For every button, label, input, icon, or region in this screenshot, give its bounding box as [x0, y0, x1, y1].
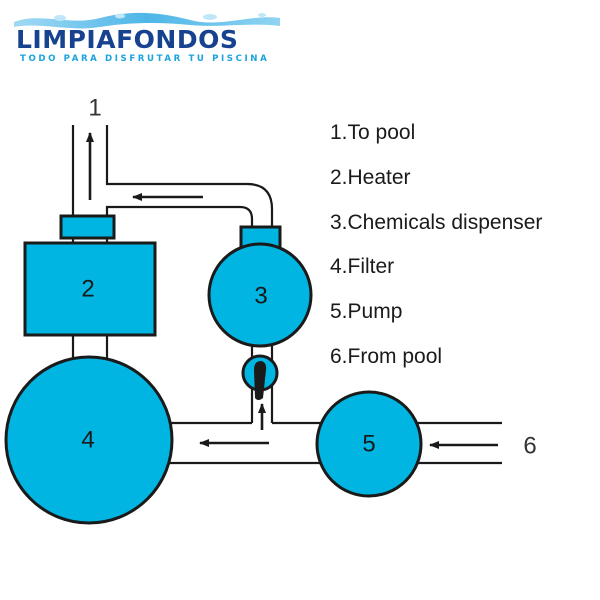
filter-component: [4, 355, 174, 525]
logo-title: LIMPIAFONDOS: [16, 25, 239, 54]
logo-tagline: TODO PARA DISFRUTAR TU PISCINA: [20, 54, 270, 64]
label-filter: 4: [81, 427, 94, 454]
water-splash-icon: [14, 12, 280, 29]
logo: LIMPIAFONDOS TODO PARA DISFRUTAR TU PISC…: [0, 0, 300, 80]
dispenser-component: [207, 242, 313, 348]
label-heater: 2: [81, 276, 94, 303]
check-valve-flap-icon: [254, 361, 267, 400]
legend-item-from-pool: 6.From pool: [330, 344, 443, 368]
pump-component: [315, 390, 423, 498]
label-dispenser: 3: [254, 283, 267, 310]
label-from-pool: 6: [523, 433, 536, 460]
pipe-return-inner: [105, 205, 254, 227]
heater-cap: [59, 214, 116, 240]
legend-item-pump: 5.Pump: [330, 300, 403, 324]
legend-item-dispenser: 3.Chemicals dispenser: [330, 210, 543, 234]
heater-component: [23, 241, 157, 337]
pipe-to-pool-right-return: [105, 125, 274, 227]
legend-item-heater: 2.Heater: [330, 165, 411, 189]
label-to-pool: 1: [88, 95, 101, 122]
label-pump: 5: [362, 431, 375, 458]
legend: 1.To pool 2.Heater 3.Chemicals dispenser…: [330, 118, 542, 387]
legend-item-to-pool: 1.To pool: [330, 121, 416, 144]
legend-item-filter: 4.Filter: [330, 255, 395, 279]
